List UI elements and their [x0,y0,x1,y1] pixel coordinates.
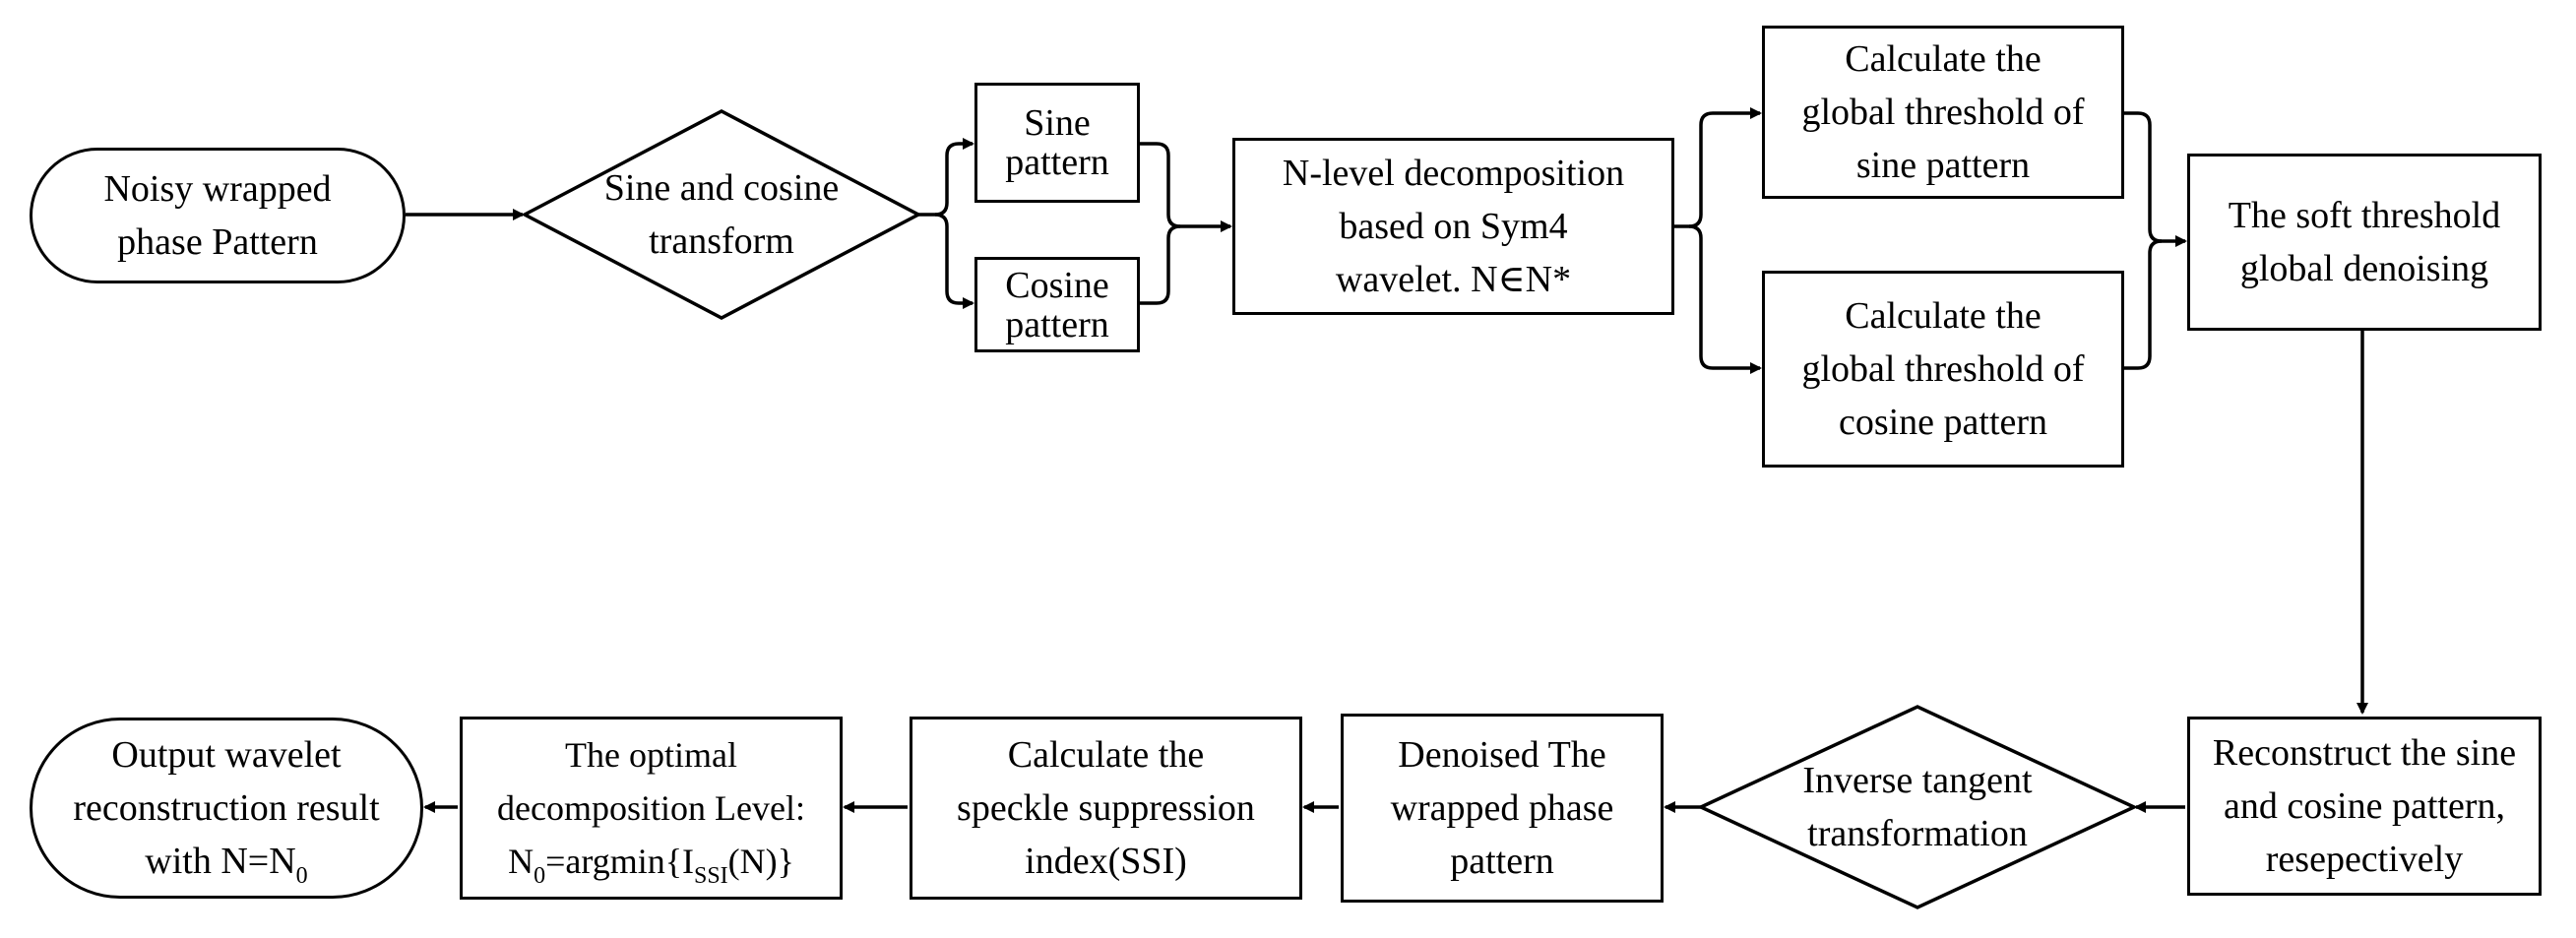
formula-n-subscript: 0 [534,863,546,889]
output-text: Output wavelet reconstruction result wit… [73,728,379,888]
connector-sine-to-merge [1140,142,1181,228]
cosine-pattern-box: Cosine pattern [974,257,1140,352]
soft-threshold-box: The soft threshold global denoising [2187,154,2542,331]
decomposition-box: N-level decomposition based on Sym4 wave… [1232,138,1674,315]
output-line-1: Output wavelet [111,734,342,776]
decision-sine-cosine-transform: Sine and cosine transform [574,160,869,269]
optimal-level-box: The optimal decomposition Level: N0=argm… [460,717,843,900]
decomposition-label: N-level decomposition based on Sym4 wave… [1282,153,1625,300]
arrow-decomposition-to-threshold-cosine [1688,224,1762,374]
formula-argmin: =argmin{I [545,842,694,881]
threshold-cosine-box: Calculate the global threshold of cosine… [1762,271,2124,468]
sine-pattern-box: Sine pattern [974,83,1140,203]
output-with: with N=N [145,841,296,882]
formula-n: N [508,842,534,881]
start-terminal: Noisy wrapped phase Pattern [30,148,406,283]
reconstruct-label: Reconstruct the sine and cosine pattern,… [2212,732,2517,880]
arrow-split-to-sine [918,138,974,217]
optimal-level-text: The optimal decomposition Level: N0=argm… [497,728,805,888]
formula-tail: (N)} [727,842,794,881]
arrow-split-to-cosine [934,213,974,309]
threshold-cosine-label: Calculate the global threshold of cosine… [1801,295,2085,443]
soft-threshold-label: The soft threshold global denoising [2228,195,2501,289]
optimal-line-2: decomposition Level: [497,788,805,828]
optimal-formula: N0=argmin{ISSI(N)} [497,835,805,888]
output-terminal: Output wavelet reconstruction result wit… [30,718,423,899]
connector-cosine-to-merge [1140,224,1181,305]
denoised-label: Denoised The wrapped phase pattern [1390,734,1614,882]
formula-i-subscript: SSI [693,863,728,889]
threshold-sine-box: Calculate the global threshold of sine p… [1762,26,2124,199]
sine-pattern-label: Sine pattern [1005,102,1109,183]
start-label: Noisy wrapped phase Pattern [103,168,332,263]
connector-threshold-sine-to-merge [2124,111,2163,243]
threshold-sine-label: Calculate the global threshold of sine p… [1801,38,2085,186]
output-subscript: 0 [295,863,308,889]
cosine-pattern-label: Cosine pattern [1005,264,1109,345]
ssi-box: Calculate the speckle suppression index(… [910,717,1302,900]
decision-inverse-tangent: Inverse tangent transformation [1760,753,2075,861]
arrow-decomposition-to-threshold-sine [1674,107,1762,228]
output-line-2: reconstruction result [73,787,380,829]
connector-threshold-cosine-to-merge [2124,239,2163,370]
output-line-3: with N=N0 [73,835,379,888]
inverse-tangent-label: Inverse tangent transformation [1802,760,2033,854]
denoised-box: Denoised The wrapped phase pattern [1341,714,1664,903]
reconstruct-box: Reconstruct the sine and cosine pattern,… [2187,717,2542,896]
ssi-label: Calculate the speckle suppression index(… [957,734,1255,882]
optimal-line-1: The optimal [565,735,737,775]
sine-cosine-transform-label: Sine and cosine transform [603,167,840,262]
